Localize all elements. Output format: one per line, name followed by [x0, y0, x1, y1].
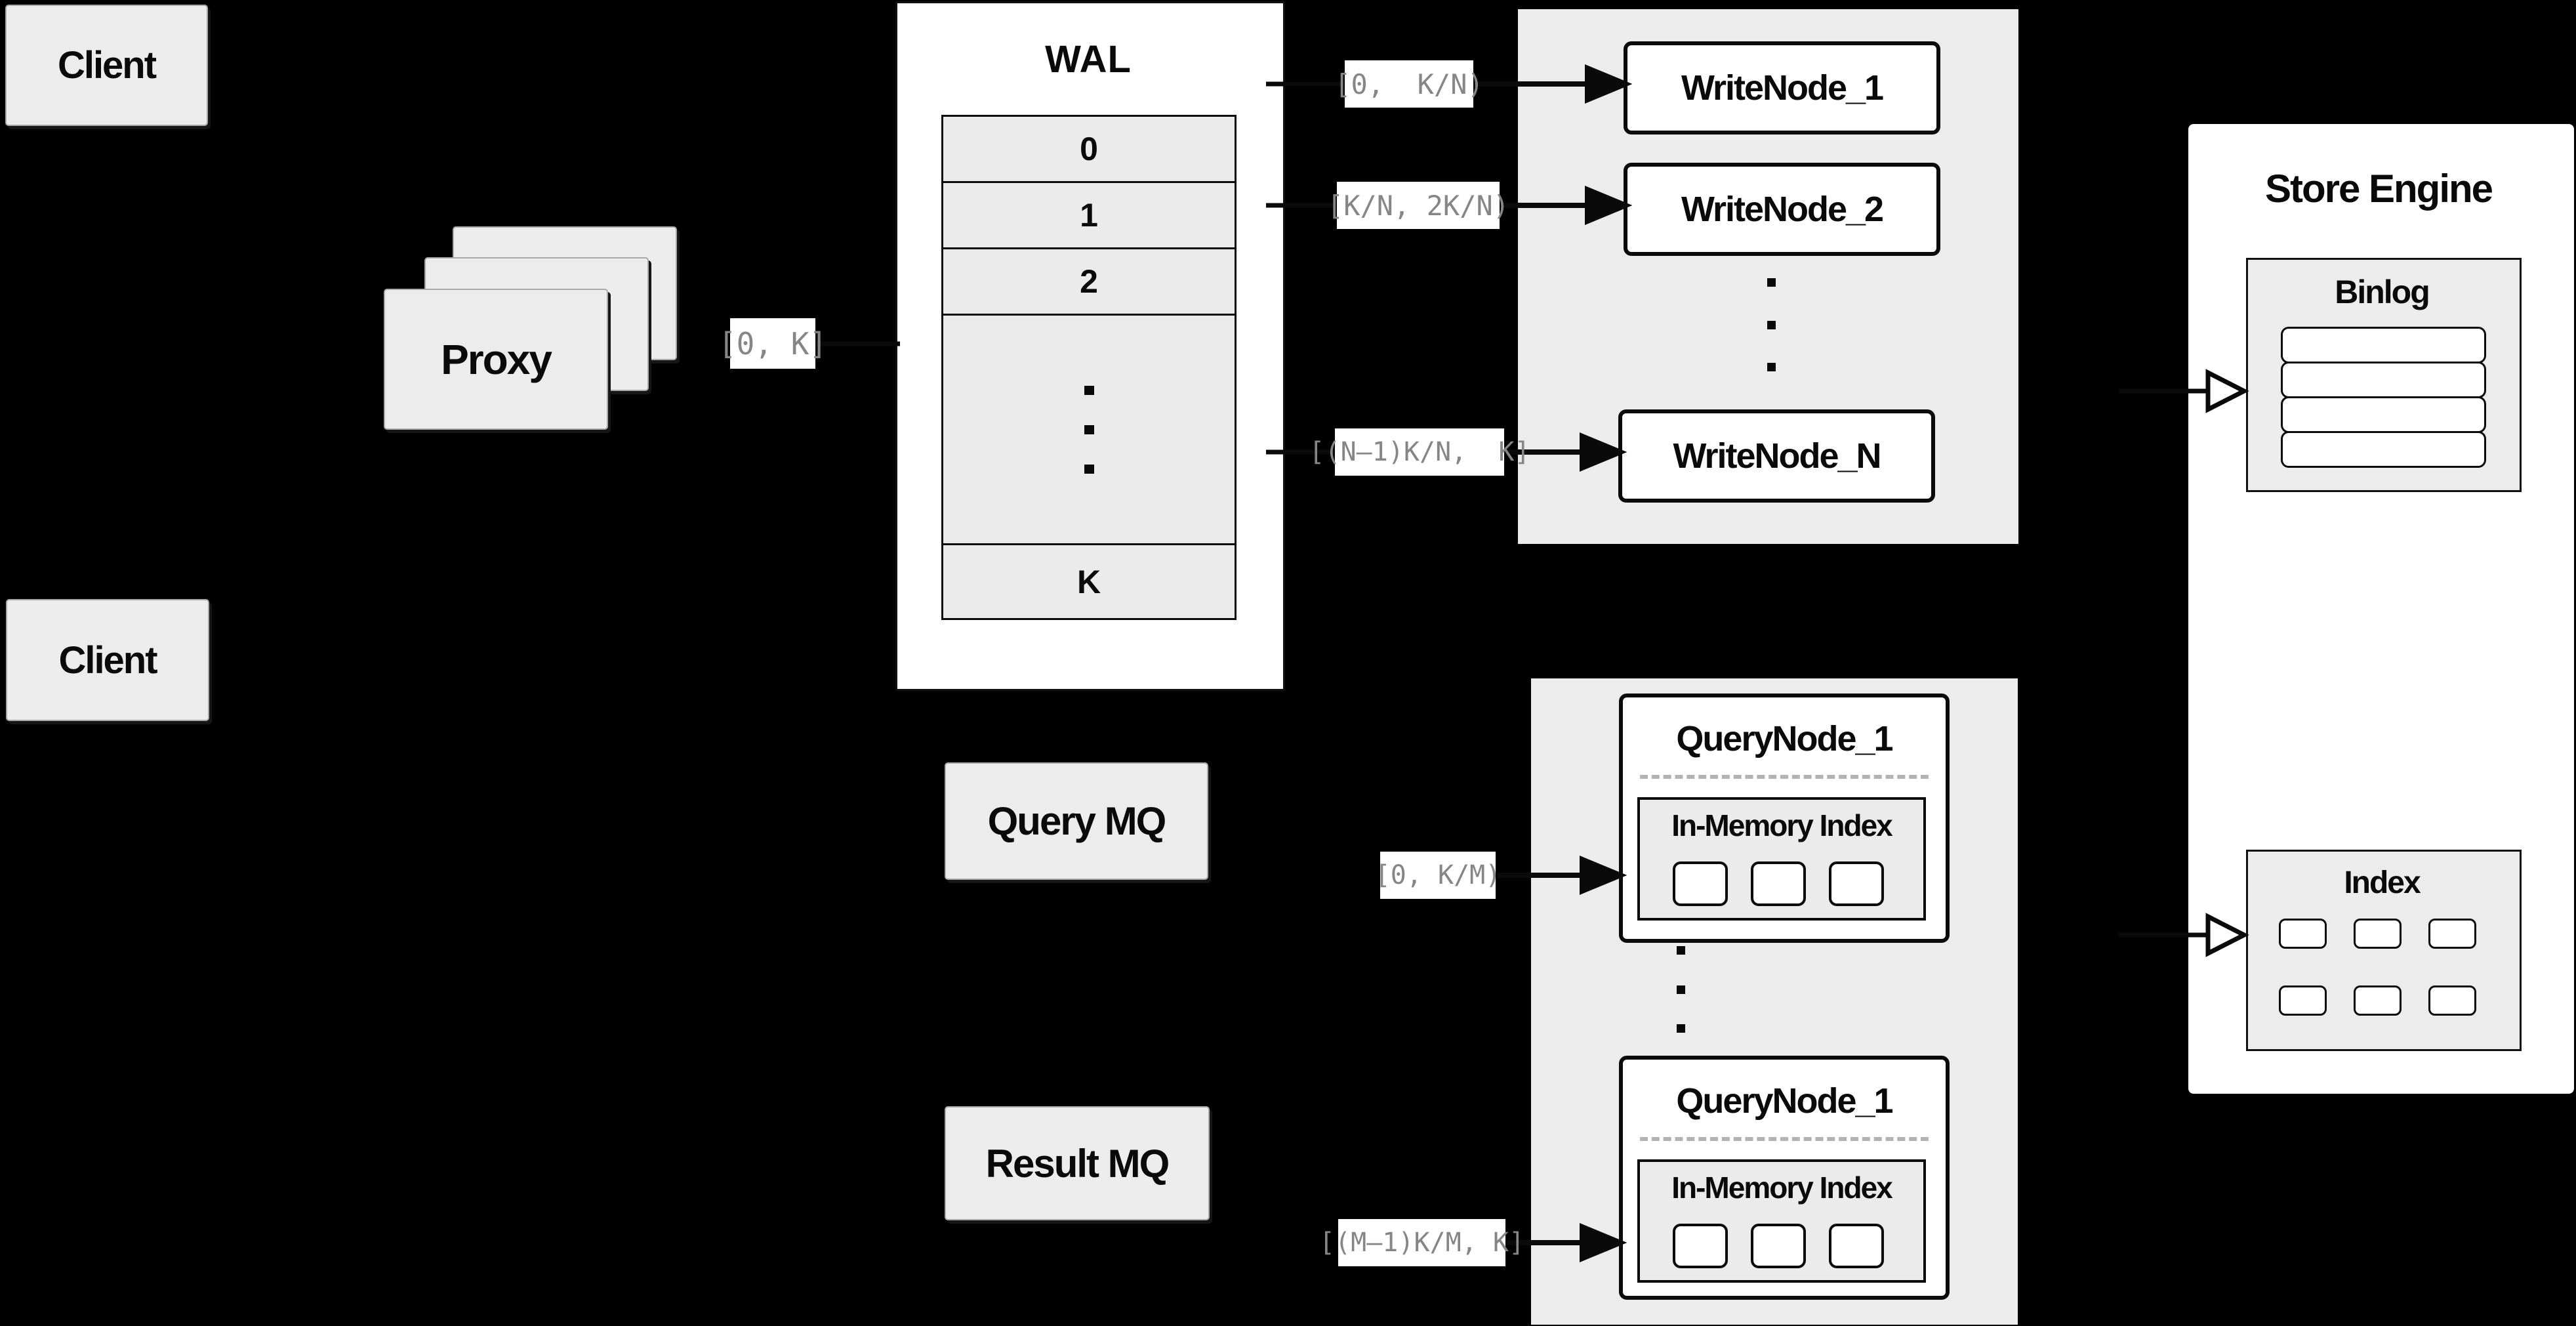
range-label-write-n: [(N–1)K/N, K] — [1309, 428, 1530, 476]
client-bottom-label: Client — [58, 638, 157, 682]
write-node-2-label: WriteNode_2 — [1681, 190, 1884, 229]
wal-title: WAL — [1045, 37, 1132, 81]
memory-chip — [1751, 1224, 1806, 1268]
memory-chip — [1673, 1224, 1728, 1268]
query-mq-label: Query MQ — [987, 799, 1167, 843]
range-label-query-top: [0, K/M) — [1375, 852, 1501, 899]
ellipsis-dot — [1767, 320, 1776, 329]
wal-row-2: 2 — [941, 247, 1237, 316]
range-label-proxy-wal: [0, K] — [718, 318, 827, 369]
ellipsis-dot — [1767, 278, 1776, 287]
memory-chip — [1673, 861, 1728, 906]
memory-chip — [1751, 861, 1806, 906]
range-label-write-1: [0, K/N) — [1334, 60, 1484, 108]
wal-row-1: 1 — [941, 181, 1237, 249]
result-mq-box: Result MQ — [945, 1106, 1210, 1220]
binlog-title: Binlog — [2335, 274, 2430, 310]
index-chip — [2354, 985, 2402, 1016]
binlog-row — [2281, 362, 2486, 398]
write-node-n: WriteNode_N — [1618, 409, 1935, 503]
binlog-rows — [2281, 327, 2486, 468]
query-node-top: QueryNode_1 In-Memory Index — [1619, 694, 1950, 943]
query-node-separator — [1640, 775, 1929, 779]
in-memory-index-title: In-Memory Index — [1671, 808, 1893, 842]
query-mq-box: Query MQ — [945, 762, 1208, 880]
index-chip — [2428, 985, 2476, 1016]
in-memory-index-chips — [1673, 861, 1884, 906]
ellipsis-dot — [1767, 363, 1776, 371]
ellipsis-dot — [1677, 1024, 1685, 1033]
query-nodes-ellipsis — [1677, 946, 1687, 1033]
write-nodes-ellipsis — [1767, 278, 1777, 371]
ellipsis-dot — [1677, 985, 1685, 994]
write-node-1: WriteNode_1 — [1624, 41, 1940, 135]
index-chip — [2279, 985, 2327, 1016]
result-mq-label: Result MQ — [985, 1141, 1170, 1186]
in-memory-index-chips — [1673, 1224, 1884, 1268]
write-node-2: WriteNode_2 — [1624, 163, 1940, 256]
range-label-query-bottom: [(M–1)K/M, K] — [1319, 1219, 1524, 1266]
index-chip — [2279, 919, 2327, 949]
index-chip — [2428, 919, 2476, 949]
binlog-row — [2281, 396, 2486, 433]
wal-row-0: 0 — [941, 115, 1237, 183]
index-chip — [2354, 919, 2402, 949]
binlog-row — [2281, 431, 2486, 468]
client-box-bottom: Client — [6, 599, 209, 721]
write-node-1-label: WriteNode_1 — [1681, 68, 1884, 108]
query-node-bottom: QueryNode_1 In-Memory Index — [1619, 1056, 1950, 1300]
client-box-top: Client — [5, 5, 208, 126]
binlog-row — [2281, 327, 2486, 363]
client-top-label: Client — [57, 44, 157, 87]
ellipsis-dot — [1084, 425, 1094, 434]
ellipsis-dot — [1677, 946, 1685, 955]
index-title: Index — [2344, 865, 2421, 900]
query-node-separator — [1640, 1137, 1929, 1141]
index-chips — [2279, 919, 2477, 1016]
memory-chip — [1829, 1224, 1884, 1268]
ellipsis-dot — [1084, 464, 1094, 474]
query-node-bottom-title: QueryNode_1 — [1676, 1081, 1893, 1121]
store-engine-title: Store Engine — [2264, 166, 2493, 211]
proxy-card-front: Proxy — [384, 289, 608, 430]
wal-ellipsis-row — [941, 314, 1237, 545]
ellipsis-dot — [1084, 385, 1094, 395]
write-node-n-label: WriteNode_N — [1673, 436, 1881, 476]
memory-chip — [1829, 861, 1884, 906]
in-memory-index-title: In-Memory Index — [1671, 1171, 1893, 1205]
in-memory-index-box: In-Memory Index — [1637, 1159, 1926, 1283]
proxy-label: Proxy — [441, 335, 552, 383]
range-label-write-2: [K/N, 2K/N) — [1327, 182, 1509, 229]
wal-row-k: K — [941, 543, 1237, 620]
in-memory-index-box: In-Memory Index — [1637, 797, 1926, 921]
query-node-top-title: QueryNode_1 — [1676, 719, 1893, 758]
wal-table: 0 1 2 K — [941, 115, 1237, 620]
